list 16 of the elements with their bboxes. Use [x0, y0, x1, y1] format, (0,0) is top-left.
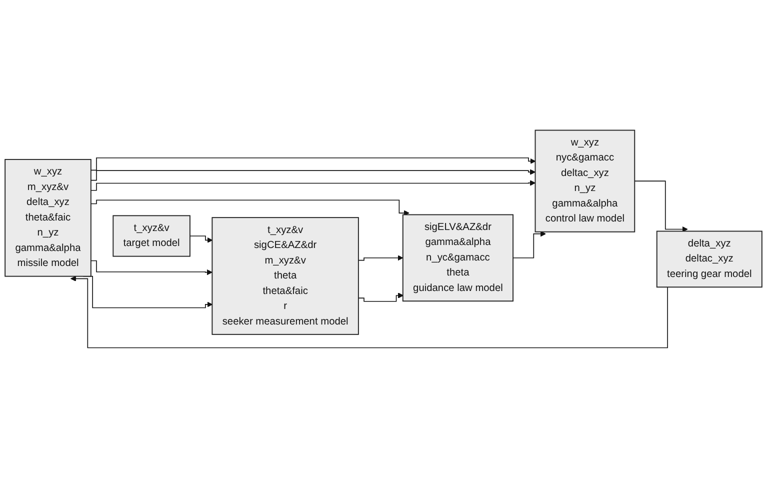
arrow: [190, 236, 213, 243]
node-box: t_xyz&v target model: [112, 215, 190, 257]
node-box: w_xyz nyc&gamacc deltac_xyz n_yz gamma&alpha control law model: [534, 130, 636, 232]
arrow: [358, 292, 404, 302]
arrow: [90, 157, 536, 171]
node-box: t_xyz&v sigCE&AZ&dr m_xyz&v theta theta&faic r seeker measurement model: [212, 217, 359, 335]
node-box: sigELV&AZ&dr gamma&alpha n_yc&gamacc theta guidance law model: [402, 214, 514, 302]
arrow: [90, 169, 536, 181]
arrow: [90, 180, 536, 191]
node-box: w_xyz m_xyz&v delta_xyz theta&faic n_yz gamma&alpha missile model: [4, 158, 92, 277]
arrow: [634, 180, 688, 232]
node-box: delta_xyz deltac_xyz teering gear model: [656, 230, 762, 288]
arrow: [90, 200, 410, 216]
arrow: [90, 260, 212, 276]
arrow: [512, 231, 546, 258]
arrow: [358, 255, 404, 261]
